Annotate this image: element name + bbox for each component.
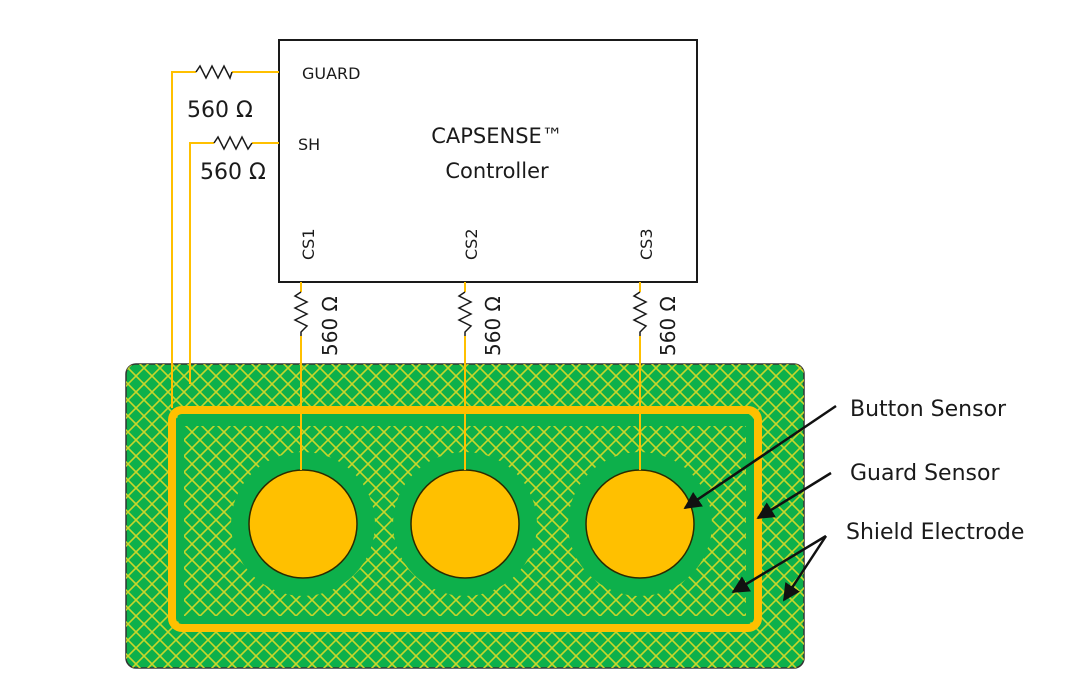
pin-label-guard: GUARD: [302, 64, 361, 83]
resistor-cs3-icon: [632, 291, 648, 336]
pin-label-sh: SH: [298, 135, 320, 154]
annotation-guard-sensor: Guard Sensor: [850, 461, 1000, 486]
arrow-shield-electrode-inner: [731, 534, 827, 594]
guard-trace-b: [171, 71, 196, 408]
resistor-guard-icon: [195, 64, 233, 80]
pcb-board: [125, 363, 805, 669]
traces: [171, 71, 641, 470]
resistor-cs2-value: 560 Ω: [481, 296, 505, 356]
resistor-cs2-icon: [457, 291, 473, 336]
arrow-guard-sensor: [756, 471, 832, 520]
pin-label-cs2: CS2: [462, 228, 481, 260]
sh-trace-b: [189, 142, 214, 384]
resistor-cs1-value: 560 Ω: [318, 296, 342, 356]
capsense-controller-box: [278, 39, 698, 283]
controller-title-line2: Controller: [445, 159, 549, 183]
button-sensor-3: [585, 469, 695, 579]
button-sensor-1: [248, 469, 358, 579]
annotation-button-sensor: Button Sensor: [850, 397, 1007, 422]
pin-label-cs3: CS3: [637, 228, 656, 260]
arrow-button-sensor: [683, 404, 837, 510]
resistor-guard-value: 560 Ω: [187, 98, 253, 123]
button-sensor-2: [410, 469, 520, 579]
resistor-sh-icon: [213, 135, 253, 151]
controller-title-line1: CAPSENSE™: [431, 124, 563, 148]
resistor-cs3-value: 560 Ω: [656, 296, 680, 356]
annotation-shield-electrode: Shield Electrode: [846, 520, 1024, 545]
resistor-cs1-icon: [293, 291, 309, 336]
resistor-sh-value: 560 Ω: [200, 160, 266, 185]
pin-label-cs1: CS1: [299, 228, 318, 260]
arrow-shield-electrode-outer: [782, 535, 828, 602]
